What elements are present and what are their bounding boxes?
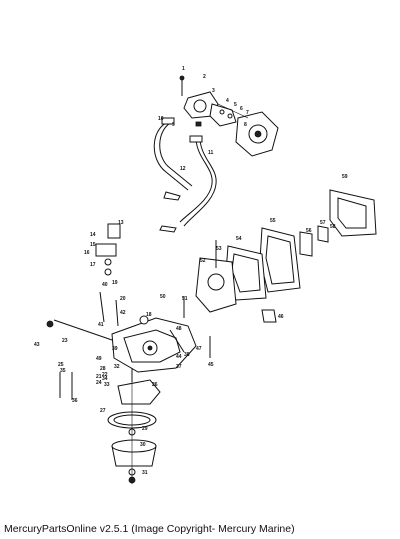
part-label-46: 46	[278, 314, 284, 320]
part-label-4: 4	[226, 98, 229, 104]
part-label-37: 37	[176, 364, 182, 370]
part-label-33: 33	[104, 382, 110, 388]
part-label-57: 57	[320, 220, 326, 226]
part-label-17: 17	[90, 262, 96, 268]
part-label-21: 21	[96, 374, 102, 380]
part-label-40: 40	[102, 282, 108, 288]
part-label-7: 7	[246, 110, 249, 116]
part-label-53: 53	[216, 246, 222, 252]
part-label-42: 42	[120, 310, 126, 316]
part-label-27: 27	[100, 408, 106, 414]
gasket-stack	[183, 189, 377, 323]
fuel-hoses	[153, 117, 217, 233]
part-label-54: 54	[236, 236, 242, 242]
part-label-8: 8	[244, 122, 247, 128]
part-label-41: 41	[98, 322, 104, 328]
part-label-28: 28	[100, 366, 106, 372]
part-label-12: 12	[180, 166, 186, 172]
part-label-24: 24	[96, 380, 102, 386]
float-bowl-assembly	[59, 368, 161, 484]
part-label-6: 6	[240, 106, 243, 112]
part-label-39: 39	[112, 346, 118, 352]
part-label-51: 51	[182, 296, 188, 302]
part-label-1: 1	[182, 66, 185, 72]
part-label-44: 44	[176, 354, 182, 360]
part-label-31: 31	[142, 470, 148, 476]
part-label-55: 55	[270, 218, 276, 224]
part-label-2: 2	[203, 74, 206, 80]
part-label-34: 34	[102, 376, 108, 382]
part-label-50: 50	[160, 294, 166, 300]
part-label-30: 30	[140, 442, 146, 448]
part-label-18: 18	[146, 312, 152, 318]
part-label-47: 47	[196, 346, 202, 352]
part-label-15: 15	[90, 242, 96, 248]
part-label-38: 38	[184, 352, 190, 358]
fuel-pump-assembly	[179, 75, 279, 157]
part-label-3: 3	[212, 88, 215, 94]
part-label-25: 25	[58, 362, 64, 368]
part-label-52: 52	[200, 258, 206, 264]
part-label-49: 49	[96, 356, 102, 362]
part-label-58: 58	[330, 224, 336, 230]
part-label-22: 22	[102, 372, 108, 378]
part-label-10: 10	[158, 116, 164, 122]
part-label-19: 19	[112, 280, 118, 286]
part-label-9: 9	[172, 122, 175, 128]
part-label-16: 16	[84, 250, 90, 256]
part-label-20: 20	[120, 296, 126, 302]
part-label-43: 43	[34, 342, 40, 348]
part-label-29: 29	[142, 426, 148, 432]
part-label-13: 13	[118, 220, 124, 226]
part-label-14: 14	[90, 232, 96, 238]
part-label-59: 59	[342, 174, 348, 180]
part-label-32: 32	[114, 364, 120, 370]
part-label-36: 36	[72, 398, 78, 404]
part-label-35: 35	[60, 368, 66, 374]
part-label-23: 23	[62, 338, 68, 344]
part-label-45: 45	[208, 362, 214, 368]
part-label-5: 5	[234, 102, 237, 108]
carburetor-body	[46, 223, 211, 373]
part-label-26: 26	[152, 382, 158, 388]
image-caption: MercuryPartsOnline v2.5.1 (Image Copyrig…	[4, 523, 295, 535]
part-label-11: 11	[208, 150, 214, 156]
part-label-48: 48	[176, 326, 182, 332]
part-label-56: 56	[306, 228, 312, 234]
